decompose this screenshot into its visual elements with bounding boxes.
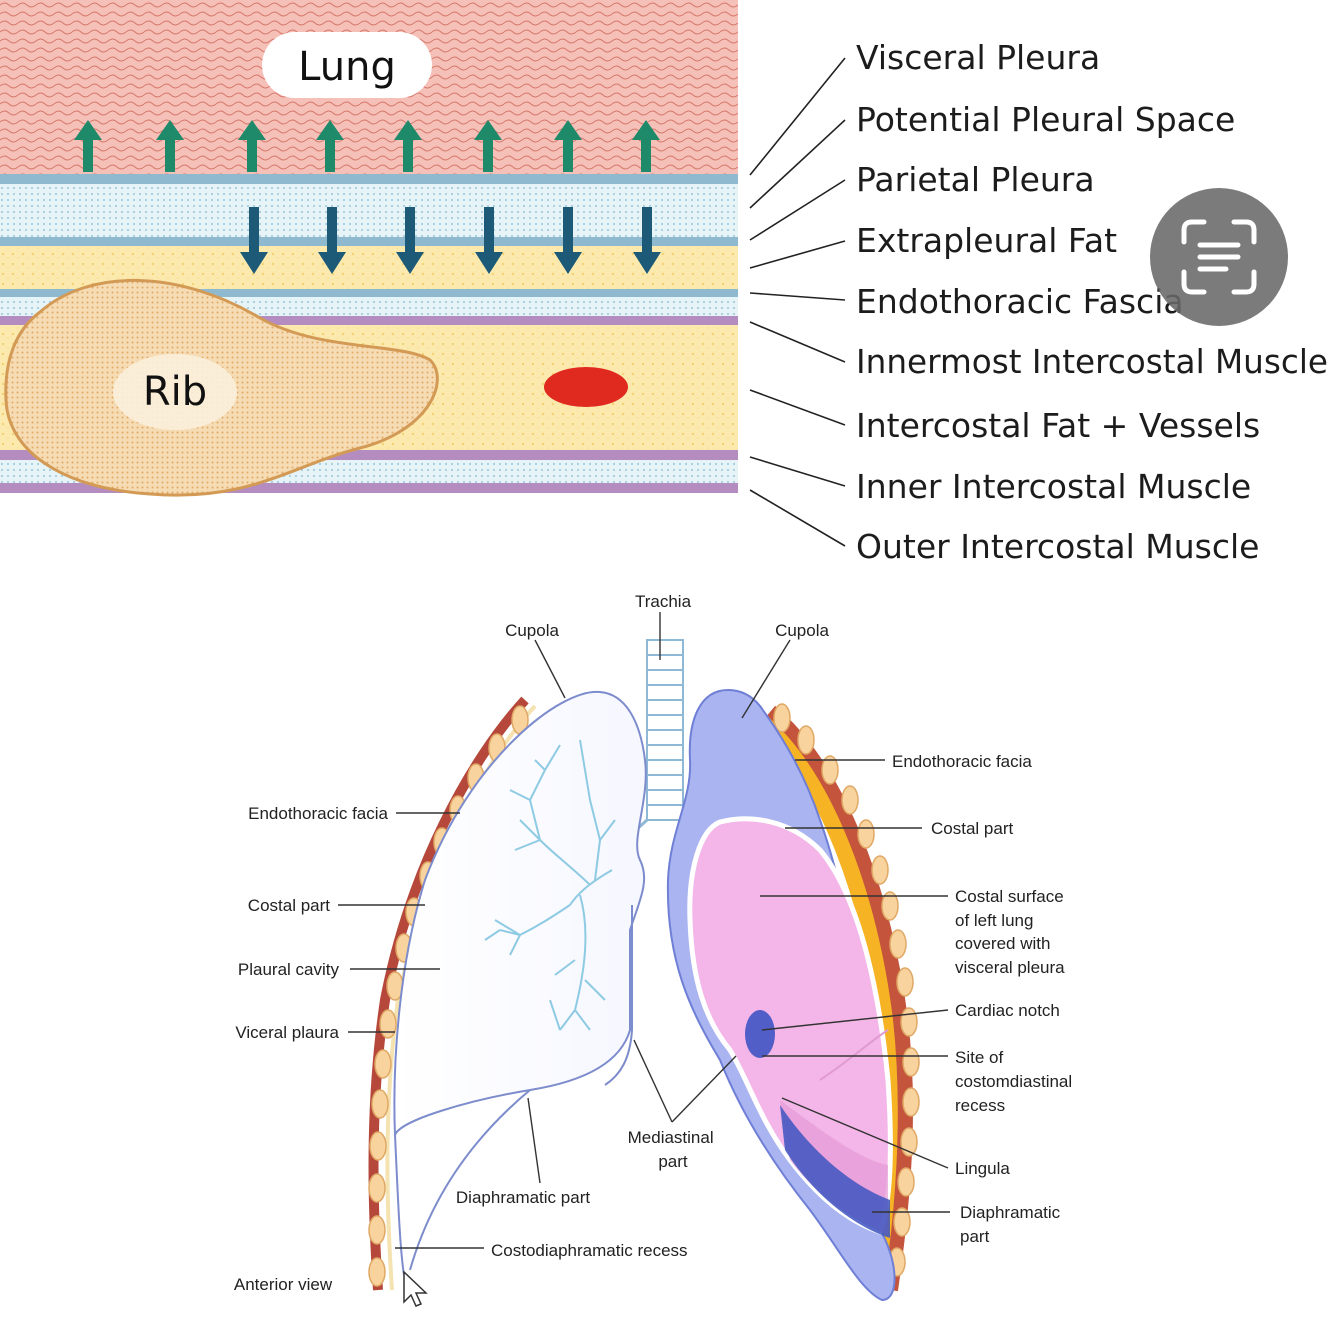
rib-label-bg — [113, 354, 237, 430]
top-leader-lines — [749, 57, 846, 547]
cardiac-notch-label: Cardiac notch — [955, 1001, 1060, 1020]
layer-label-potential-space: Potential Pleural Space — [856, 100, 1235, 139]
costodiaphragmatic-recess-label: Costodiaphramatic recess — [491, 1241, 688, 1260]
layer-label-visceral-pleura: Visceral Pleura — [856, 38, 1100, 77]
pressure-arrows-up — [74, 120, 660, 172]
left-recess-outline — [394, 1089, 531, 1276]
inner-muscle-band — [0, 450, 738, 460]
layer-label-inner-muscle: Inner Intercostal Muscle — [856, 467, 1251, 506]
left-pleural-sac — [393, 690, 647, 1136]
intercostal-vessel — [544, 367, 628, 407]
outer-muscle-band — [0, 483, 738, 493]
diaphragmatic-part-left-label: Diaphramatic part — [456, 1188, 590, 1207]
bottom-labels: Trachia Cupola Cupola Endothoracic facia… — [234, 592, 1077, 1294]
layer-label-innermost-muscle: Innermost Intercostal Muscle — [856, 342, 1328, 381]
arrow-up-icon — [74, 120, 102, 172]
visceral-pleura-label: Viceral plaura — [235, 1023, 339, 1042]
bottom-leader-lines — [338, 612, 950, 1249]
costomediastinal-recess-label: Site of costomdiastinal recess — [955, 1048, 1077, 1115]
parietal-pleura-band — [0, 237, 738, 246]
layer-label-intercostal-fat: Intercostal Fat + Vessels — [856, 406, 1260, 445]
text-scan-icon — [1181, 219, 1257, 295]
pleura-anterior-illustration — [338, 612, 950, 1302]
diaphragmatic-shade — [780, 1105, 890, 1238]
anterior-view-label: Anterior view — [234, 1275, 333, 1294]
layer-label-parietal-pleura: Parietal Pleura — [856, 160, 1095, 199]
arrow-up-icon — [632, 120, 660, 172]
cupola-right-label: Cupola — [775, 621, 829, 640]
endothoracic-right-label: Endothoracic facia — [892, 752, 1032, 771]
layers-illustration — [0, 0, 738, 503]
arrow-up-icon — [474, 120, 502, 172]
arrow-down-icon — [240, 207, 268, 274]
text-scan-button[interactable] — [1150, 188, 1288, 326]
right-chest-wall — [756, 703, 920, 1292]
arrow-down-icon — [318, 207, 346, 274]
arrow-up-icon — [316, 120, 344, 172]
endothoracic-left-label: Endothoracic facia — [248, 804, 388, 823]
arrow-up-icon — [394, 120, 422, 172]
pleural-space-band — [0, 184, 738, 238]
layer-label-endothoracic-fascia: Endothoracic Fascia — [856, 282, 1184, 321]
cupola-left-label: Cupola — [505, 621, 559, 640]
visceral-pleura-band — [0, 174, 738, 184]
arrow-down-icon — [554, 207, 582, 274]
pressure-arrows-down — [240, 207, 661, 274]
costal-part-left-label: Costal part — [248, 896, 330, 915]
layer-label-extrapleural-fat: Extrapleural Fat — [856, 221, 1117, 260]
diaphragmatic-part-right-label: Diaphramatic part — [960, 1203, 1065, 1246]
rib-label: Rib — [143, 369, 207, 415]
lung-label-bg — [262, 32, 432, 98]
trachea-label: Trachia — [635, 592, 692, 611]
mouse-cursor-icon — [403, 1270, 428, 1307]
costal-surface-label: Costal surface of left lung covered with… — [955, 887, 1068, 977]
arrow-up-icon — [156, 120, 184, 172]
layer-labels: Visceral Pleura Potential Pleural Space … — [856, 38, 1328, 566]
mediastinal-part-label: Mediastinal part — [628, 1128, 719, 1171]
lingula-label: Lingula — [955, 1159, 1010, 1178]
innermost-muscle-band — [0, 316, 738, 325]
lung-label: Lung — [298, 44, 396, 90]
arrow-down-icon — [633, 207, 661, 274]
arrow-down-icon — [396, 207, 424, 274]
cardiac-notch-mark — [745, 1010, 775, 1058]
arrow-up-icon — [238, 120, 266, 172]
endothoracic-fascia-band — [0, 289, 738, 297]
layer-label-outer-muscle: Outer Intercostal Muscle — [856, 527, 1259, 566]
arrow-up-icon — [554, 120, 582, 172]
arrow-down-icon — [475, 207, 503, 274]
costal-part-right-label: Costal part — [931, 819, 1013, 838]
pleural-cavity-label: Plaural cavity — [238, 960, 340, 979]
bronchial-tree — [484, 739, 616, 1031]
